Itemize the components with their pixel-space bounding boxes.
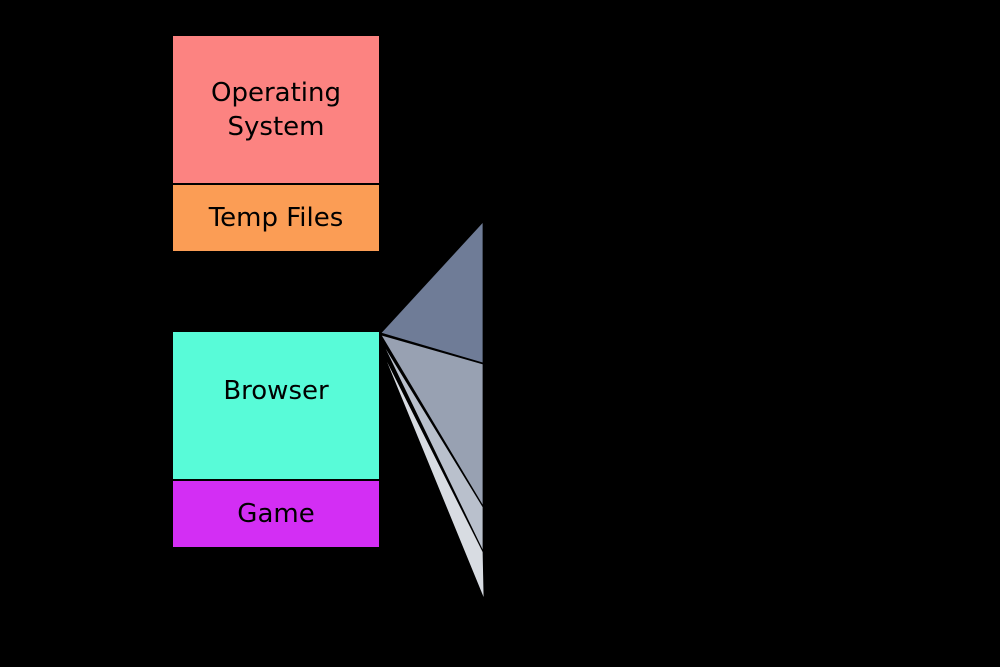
block-browser: Browser [171, 330, 381, 481]
block-browser-label: Browser [223, 376, 329, 406]
label-line-2: System [227, 111, 325, 142]
label-line-1: Operating [211, 77, 341, 108]
block-temp-files: Temp Files [171, 183, 381, 253]
block-game-label: Game [237, 499, 315, 529]
block-operating-system: Operating System [171, 34, 381, 185]
block-operating-system-label: Operating System [211, 76, 341, 144]
block-temp-files-label: Temp Files [208, 203, 344, 233]
block-game: Game [171, 479, 381, 549]
